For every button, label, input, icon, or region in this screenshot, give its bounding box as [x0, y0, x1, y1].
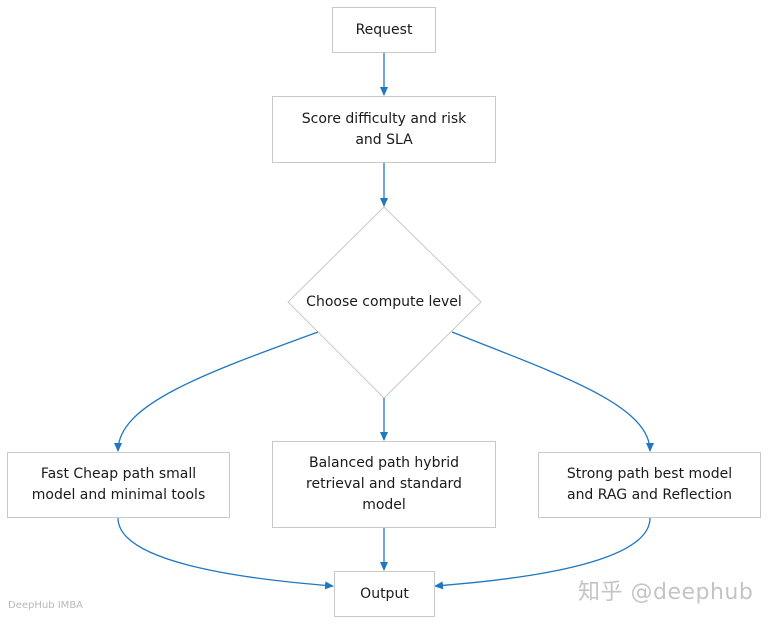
request-node: Request	[332, 7, 436, 53]
decision-node: Choose compute level	[300, 290, 468, 314]
strong-path-node: Strong path best model and RAG and Refle…	[538, 452, 761, 518]
watermark-right: 知乎 @deephub	[578, 580, 754, 605]
strong-path-label: Strong path best model and RAG and Refle…	[566, 466, 733, 503]
score-node: Score difficulty and risk and SLA	[272, 96, 496, 163]
output-node-label: Output	[360, 585, 409, 602]
edge-strong-to-output	[434, 517, 651, 590]
score-node-label: Score difficulty and risk and SLA	[301, 110, 467, 148]
fast-path-node: Fast Cheap path small model and minimal …	[7, 452, 230, 518]
output-node: Output	[334, 571, 435, 617]
edge-decision-to-fast	[114, 331, 319, 452]
decision-node-label: Choose compute level	[306, 294, 462, 310]
edge-decision-to-strong	[451, 331, 654, 452]
watermark-left: DeepHub IMBA	[8, 600, 84, 611]
request-node-label: Request	[355, 21, 413, 38]
balanced-path-label: Balanced path hybrid retrieval and stand…	[306, 455, 462, 513]
edge-fast-to-output	[117, 517, 334, 590]
fast-path-label: Fast Cheap path small model and minimal …	[31, 466, 206, 503]
balanced-path-node: Balanced path hybrid retrieval and stand…	[272, 441, 496, 528]
